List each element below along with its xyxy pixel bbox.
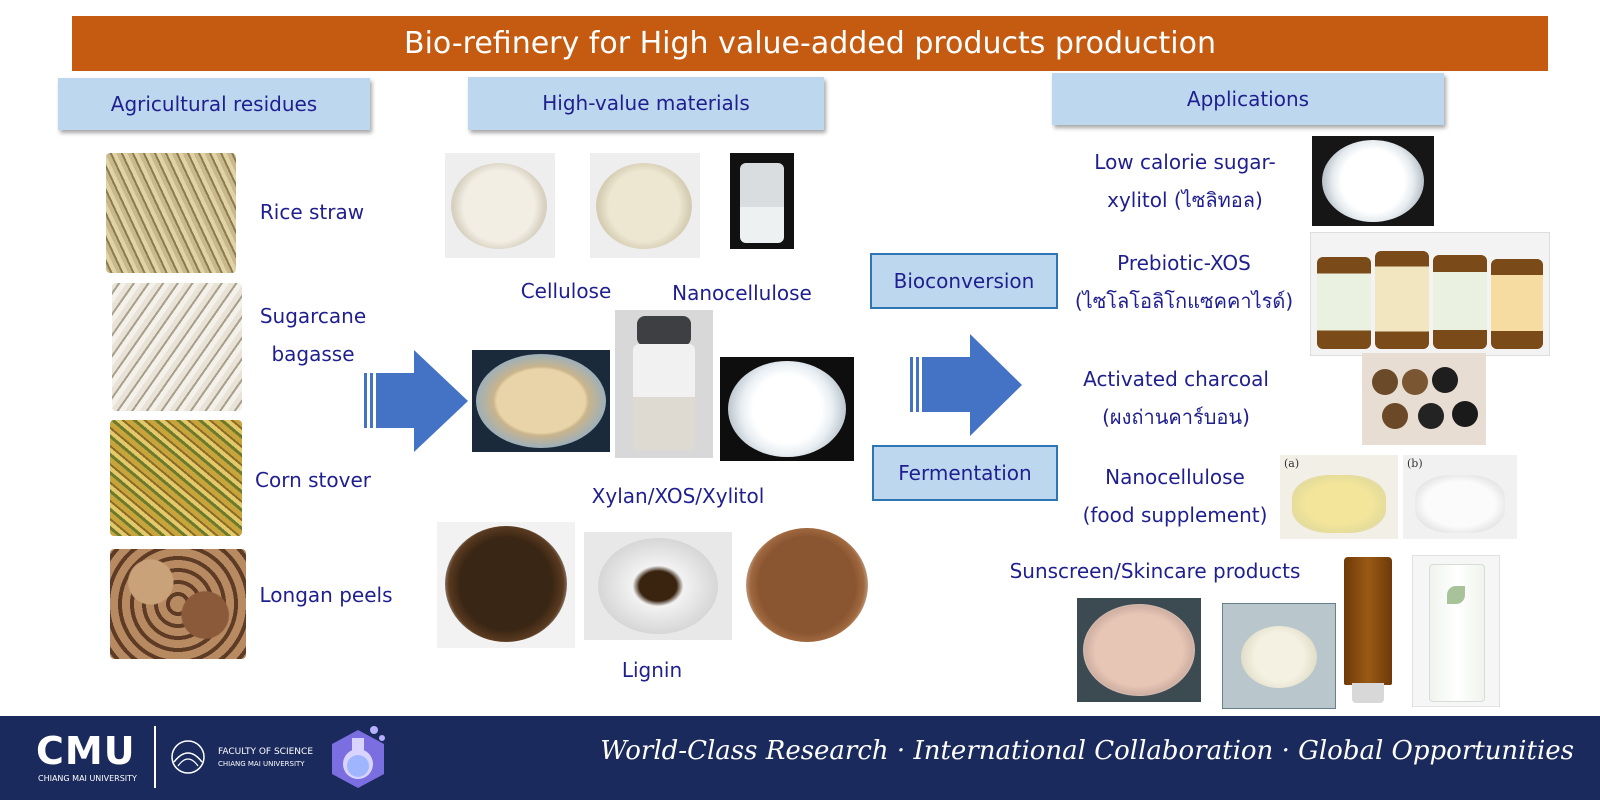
label-nanocellulose: Nanocellulose	[672, 281, 812, 305]
bottle	[1491, 259, 1543, 349]
app-sunscreen: Sunscreen/Skincare products	[1009, 559, 1301, 583]
bottle	[1317, 257, 1371, 349]
bottle	[1375, 251, 1429, 349]
app-xos-line2: (ไซโลโอลิโกแซคคาไรด์)	[1074, 289, 1294, 313]
lignin-dish	[746, 528, 868, 642]
app-xos-line1: Prebiotic-XOS	[1117, 251, 1251, 275]
xylitol-dish	[728, 361, 846, 457]
cellulose-photo-2	[590, 153, 700, 258]
bottle	[1433, 255, 1487, 349]
panel-label-b: (b)	[1407, 457, 1423, 470]
label-xylan-xos-xylitol: Xylan/XOS/Xylitol	[591, 484, 765, 508]
rice-straw-photo	[106, 153, 236, 273]
xylitol-product-dish	[1322, 140, 1424, 222]
cellulose-dish	[596, 163, 692, 249]
xylitol-product-photo	[1312, 136, 1434, 226]
jar-body	[633, 344, 695, 450]
sugarcane-bagasse-photo	[112, 283, 242, 411]
tube-body	[1344, 557, 1392, 685]
cellulose-photo-1	[445, 153, 555, 258]
footer-bar	[0, 716, 1600, 800]
jar-lid	[637, 316, 691, 346]
tube-cap	[1352, 683, 1384, 703]
longan-peels-photo	[110, 549, 246, 659]
charcoal-disc	[1432, 367, 1458, 393]
header-high-value-materials: High-value materials	[468, 77, 824, 130]
app-charcoal-line2: (ผงถ่านคาร์บอน)	[1102, 405, 1250, 429]
activated-charcoal-photo	[1362, 353, 1486, 445]
tube-body	[1429, 564, 1485, 702]
faculty-name: FACULTY OF SCIENCE	[218, 747, 314, 757]
beaker	[1292, 475, 1386, 533]
leaf-icon	[1447, 586, 1465, 604]
xylitol-photo	[720, 357, 854, 461]
charcoal-disc	[1418, 403, 1444, 429]
footer-slogan: World-Class Research · International Col…	[600, 736, 1574, 766]
process-fermentation: Fermentation	[872, 445, 1058, 501]
bottle	[740, 163, 784, 243]
label-corn-stover: Corn stover	[255, 468, 371, 492]
panel-label-a: (a)	[1284, 457, 1300, 470]
app-xylitol-line1: Low calorie sugar-	[1094, 150, 1276, 174]
process-bioconversion: Bioconversion	[870, 253, 1058, 309]
xos-jar-photo	[615, 310, 713, 458]
header-agricultural-residues: Agricultural residues	[58, 78, 370, 130]
app-nanocellulose-line2: (food supplement)	[1082, 503, 1268, 527]
lignin-photo-1	[437, 522, 575, 648]
charcoal-disc	[1402, 369, 1428, 395]
faculty-logo-icon	[171, 740, 205, 774]
lignin-photo-2	[584, 532, 732, 640]
cream-dish	[1083, 604, 1195, 696]
cellulose-dish	[451, 163, 547, 249]
app-nanocellulose-line1: Nanocellulose	[1105, 465, 1245, 489]
footer-divider	[154, 726, 156, 788]
lignin-photo-3	[742, 524, 872, 646]
arrow-materials-to-applications	[910, 334, 1022, 436]
header-applications: Applications	[1052, 73, 1444, 125]
page-title: Bio-refinery for High value-added produc…	[72, 16, 1548, 71]
xylan-dish	[476, 354, 606, 448]
charcoal-disc	[1382, 403, 1408, 429]
charcoal-disc	[1372, 369, 1398, 395]
lignin-dish	[445, 526, 567, 642]
lignin-dish	[598, 538, 718, 634]
skincare-cream-photo	[1077, 598, 1201, 702]
label-longan-peels: Longan peels	[259, 583, 393, 607]
sunscreen-tube-brown-photo	[1338, 555, 1398, 707]
cmu-logo-subtitle: CHIANG MAI UNIVERSITY	[38, 774, 137, 783]
sunscreen-tube-white-photo	[1412, 555, 1500, 707]
nanocellulose-supplement-photo-a: (a)	[1280, 455, 1398, 539]
skincare-gel-photo	[1222, 603, 1336, 709]
faculty-university: CHIANG MAI UNIVERSITY	[218, 760, 305, 768]
beaker	[1415, 475, 1505, 533]
flask-icon	[332, 726, 385, 788]
nanocellulose-bottle-photo	[730, 153, 794, 249]
label-cellulose: Cellulose	[520, 279, 612, 303]
nanocellulose-supplement-photo-b: (b)	[1403, 455, 1517, 539]
label-bagasse: bagasse	[271, 342, 355, 366]
xylan-photo	[472, 350, 610, 452]
label-rice-straw: Rice straw	[259, 200, 365, 224]
prebiotic-xos-bottles-photo	[1310, 232, 1550, 356]
label-sugarcane: Sugarcane	[259, 304, 367, 328]
app-charcoal-line1: Activated charcoal	[1083, 367, 1269, 391]
charcoal-disc	[1452, 401, 1478, 427]
arrow-residues-to-materials	[364, 350, 468, 452]
cmu-logo: CMU	[36, 729, 136, 773]
gel-drop	[1241, 626, 1317, 688]
app-xylitol-line2: xylitol (ไซลิทอล)	[1107, 188, 1263, 212]
corn-stover-photo	[110, 420, 242, 536]
label-lignin: Lignin	[621, 658, 683, 682]
